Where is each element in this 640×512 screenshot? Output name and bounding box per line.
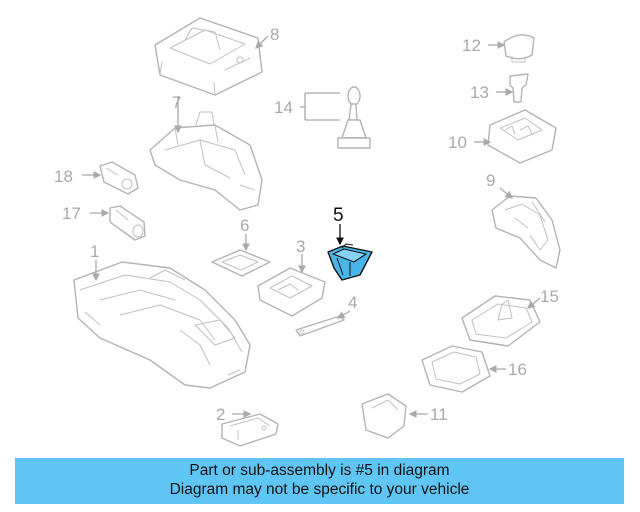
part-3-tray[interactable] xyxy=(257,267,326,317)
part-16-bezel[interactable] xyxy=(421,345,491,393)
part-11-trim-panel[interactable] xyxy=(361,393,407,439)
part-15-shift-boot[interactable] xyxy=(461,295,541,347)
part-12-shift-knob[interactable] xyxy=(503,34,535,63)
callout-16: 16 xyxy=(508,360,527,379)
part-2-mount-bracket[interactable] xyxy=(221,413,279,447)
part-5-cup-holder[interactable] xyxy=(327,243,373,281)
callout-10: 10 xyxy=(448,133,467,152)
callout-11: 11 xyxy=(430,405,448,424)
part-1-center-console[interactable] xyxy=(73,261,251,389)
part-18-connector[interactable] xyxy=(99,161,139,195)
callout-18: 18 xyxy=(54,167,73,186)
callout-9: 9 xyxy=(486,171,495,190)
part-4-bracket[interactable] xyxy=(295,315,345,337)
callout-13: 13 xyxy=(470,83,489,102)
callout-8: 8 xyxy=(270,25,279,44)
part-7-shifter-mechanism[interactable] xyxy=(149,111,263,211)
callout-15: 15 xyxy=(540,287,559,306)
callout-14: 14 xyxy=(274,98,293,117)
callout-6: 6 xyxy=(240,216,249,235)
callout-7: 7 xyxy=(172,93,181,112)
part-14-shift-lever[interactable] xyxy=(337,86,371,149)
part-13-knob-insert[interactable] xyxy=(509,73,529,103)
part-6-cover-plate[interactable] xyxy=(211,249,271,277)
banner-line-1: Part or sub-assembly is #5 in diagram xyxy=(189,462,450,479)
callout-4: 4 xyxy=(348,293,357,312)
info-banner: Part or sub-assembly is #5 in diagram Di… xyxy=(15,458,624,504)
banner-line-2: Diagram may not be specific to your vehi… xyxy=(169,481,470,498)
callout-2: 2 xyxy=(216,405,225,424)
callout-1: 1 xyxy=(90,242,99,261)
callout-5: 5 xyxy=(333,205,344,226)
callout-17: 17 xyxy=(62,204,81,223)
part-8-shift-housing[interactable] xyxy=(154,17,263,96)
part-9-shift-gate[interactable] xyxy=(491,195,561,269)
part-17-socket[interactable] xyxy=(109,205,146,241)
callout-3: 3 xyxy=(296,237,305,256)
part-10-shift-indicator[interactable] xyxy=(487,109,557,164)
callout-12: 12 xyxy=(462,36,481,55)
